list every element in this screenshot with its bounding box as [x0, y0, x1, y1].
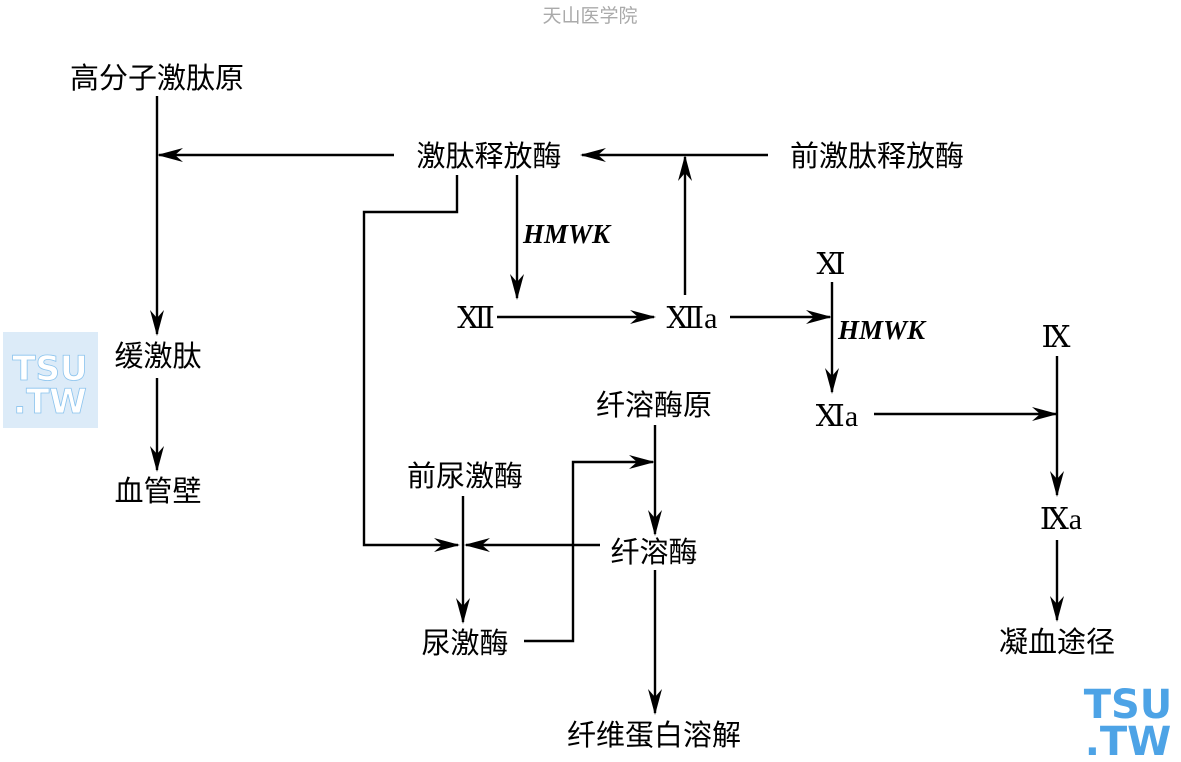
node-hmw-kininogen: 高分子激肽原: [70, 61, 244, 95]
watermark-text: 天山医学院: [542, 5, 637, 27]
node-urokinase: 尿激酶: [421, 626, 508, 660]
node-prekallikrein: 前激肽释放酶: [790, 139, 964, 173]
node-factor-xii: Ⅻ: [457, 302, 495, 335]
node-plasminogen: 纤溶酶原: [596, 388, 712, 422]
svg-text:.TW: .TW: [1085, 719, 1172, 762]
svg-text:.TW: .TW: [13, 382, 87, 422]
watermark-logo-right: TSU .TW: [1084, 682, 1173, 762]
edge-label-hmwk-1: HMWK: [522, 219, 612, 249]
node-factor-ix: Ⅸ: [1042, 321, 1071, 354]
node-factor-xia: Ⅺa: [816, 400, 858, 433]
node-factor-ixa: Ⅸa: [1040, 503, 1082, 536]
watermark-logo-left: TSU .TW: [3, 332, 98, 428]
node-bradykinin: 缓激肽: [114, 339, 201, 373]
node-vessel-wall: 血管壁: [114, 474, 201, 508]
edge-label-hmwk-2: HMWK: [837, 315, 927, 345]
node-factor-xiia: Ⅻa: [667, 302, 718, 335]
arrow-urokinase-to-plasminogen-line: [524, 455, 655, 643]
arrow-kallikrein-to-prourokinase: [362, 175, 460, 552]
node-plasmin: 纤溶酶: [610, 535, 697, 569]
node-coagulation-pathway: 凝血途径: [999, 625, 1115, 659]
node-prourokinase: 前尿激酶: [407, 459, 523, 493]
svg-text:TSU: TSU: [12, 349, 87, 389]
node-fibrinolysis: 纤维蛋白溶解: [567, 718, 741, 752]
node-kallikrein: 激肽释放酶: [416, 139, 561, 173]
svg-text:TSU: TSU: [1084, 682, 1173, 728]
node-factor-xi: Ⅺ: [816, 248, 845, 281]
